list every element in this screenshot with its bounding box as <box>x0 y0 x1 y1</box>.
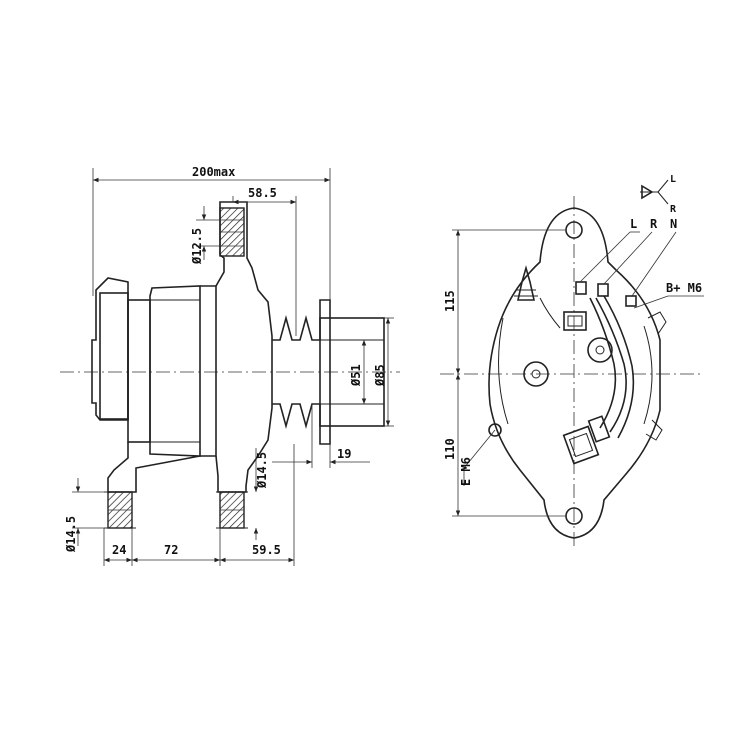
e-terminal-stud <box>488 423 502 437</box>
dim-d85: Ø85 <box>373 364 387 387</box>
dim-mount-hole-left: Ø14.5 <box>64 478 108 553</box>
top-left-terminal <box>517 265 535 301</box>
upper-boss <box>587 337 613 363</box>
dim-d12-5: Ø12.5 <box>190 228 204 265</box>
dim-d14-5-right: Ø14.5 <box>255 452 269 489</box>
dim-115: 115 <box>443 290 457 312</box>
dim-19: 19 <box>337 447 351 461</box>
terminal-studs <box>488 265 637 437</box>
housing <box>127 285 217 457</box>
schematic-symbol: L R <box>640 174 677 215</box>
dim-pulley-offset: 58.5 <box>232 186 297 336</box>
wiring-harness <box>562 295 635 465</box>
rear-cap <box>91 277 129 421</box>
dim-pulley-diameters: Ø51 Ø85 <box>349 317 394 427</box>
terminal-labels: L R N B+ M6 E M6 <box>459 217 704 486</box>
terminal-n <box>625 295 637 307</box>
dim-mount-hole-right: Ø14.5 <box>253 448 269 540</box>
terminal-r <box>597 283 609 297</box>
dim-rear-heights: 115 110 <box>443 229 566 517</box>
rear-housing <box>488 207 667 539</box>
rear-bosses <box>523 311 613 387</box>
label-l: L <box>630 217 637 231</box>
dim-59-5: 59.5 <box>252 543 281 557</box>
dim-overall-length: 200max <box>92 165 331 300</box>
dim-hole-top: Ø12.5 <box>190 206 244 265</box>
regulator-block <box>563 311 587 331</box>
label-b-plus-m6: B+ M6 <box>666 281 702 295</box>
dim-200max: 200max <box>192 165 235 179</box>
dim-24: 24 <box>112 543 126 557</box>
dim-d51: Ø51 <box>349 364 363 387</box>
schematic-r: R <box>670 204 677 215</box>
dim-groove-width: 19 <box>272 404 370 468</box>
dim-bottom-spans: 24 72 59.5 <box>103 444 295 566</box>
dim-110: 110 <box>443 438 457 460</box>
rear-view: 115 110 L R N B+ M6 E M6 L R <box>440 174 704 546</box>
dim-d14-5-left: Ø14.5 <box>64 516 78 553</box>
label-r: R <box>650 217 658 231</box>
pulley <box>272 299 385 445</box>
schematic-l: L <box>670 174 676 185</box>
terminal-l <box>575 281 587 295</box>
front-flange <box>215 201 273 493</box>
dim-72: 72 <box>164 543 178 557</box>
side-view: 200max 58.5 Ø12.5 Ø51 Ø85 <box>60 165 400 566</box>
center-boss <box>523 361 549 387</box>
harness-connector <box>562 425 600 465</box>
label-n: N <box>670 217 677 231</box>
lower-left-foot <box>104 442 248 529</box>
label-e-m6: E M6 <box>459 457 473 486</box>
dim-58-5: 58.5 <box>248 186 277 200</box>
